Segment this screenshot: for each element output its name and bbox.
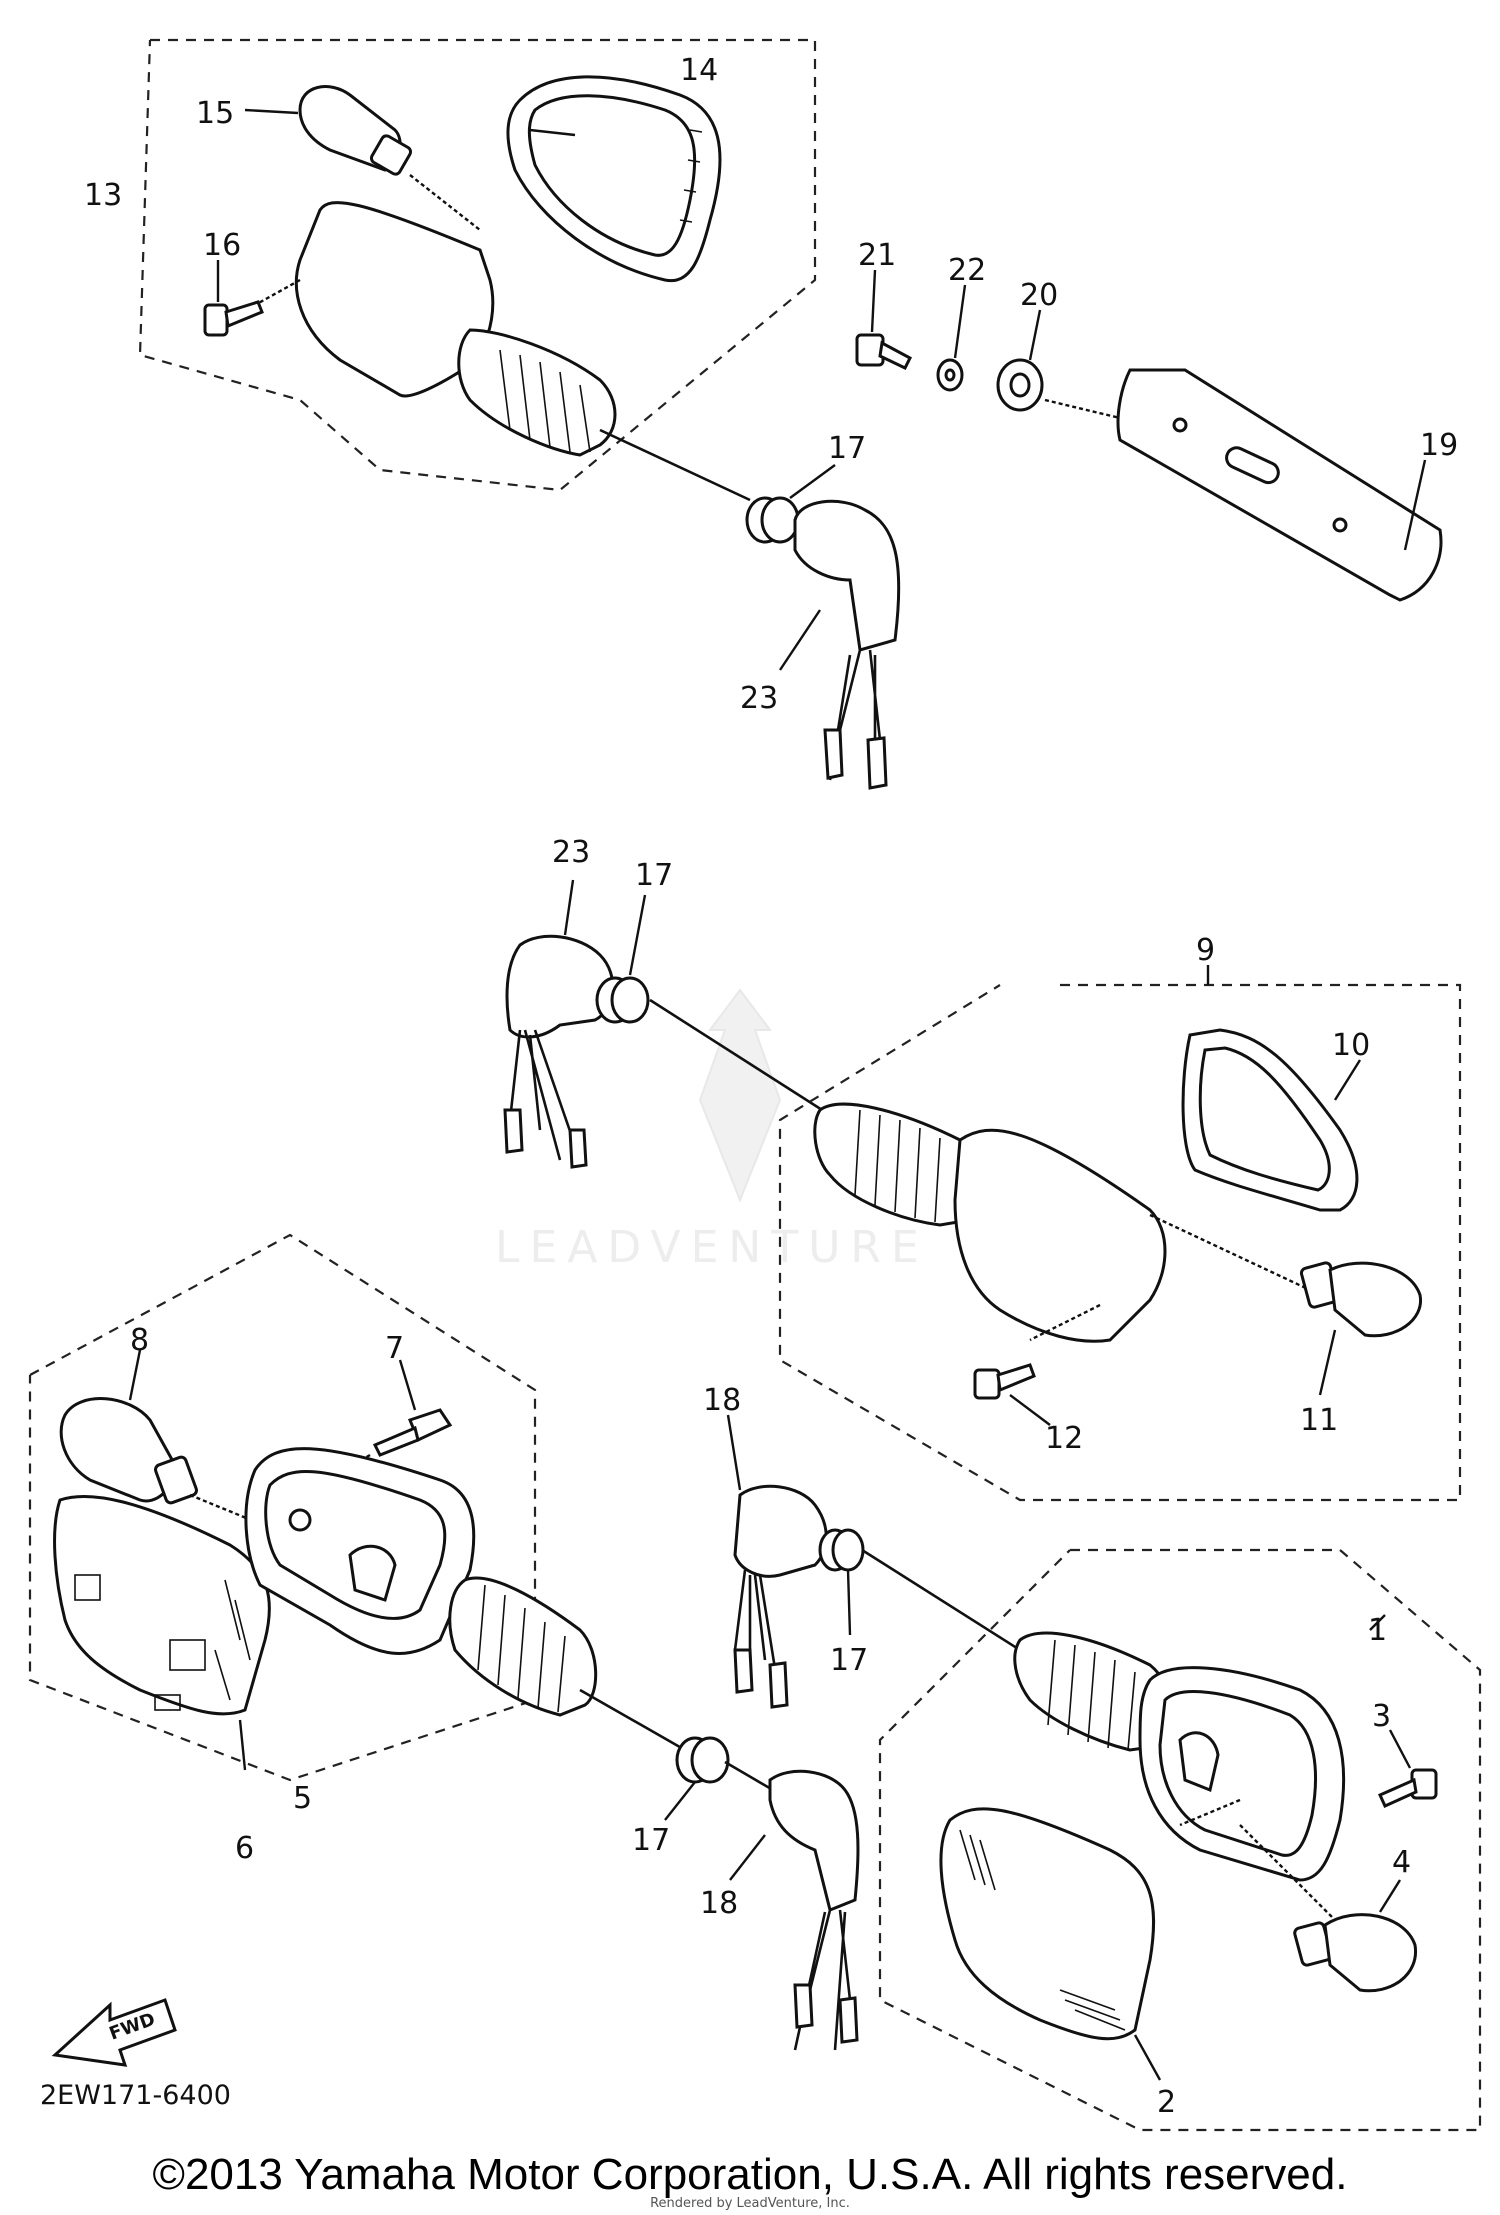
screw-16 [203, 260, 264, 337]
callout-12: 12 [1045, 1421, 1083, 1456]
washer-22 [936, 284, 967, 392]
callout-15: 15 [196, 96, 234, 131]
callout-2: 2 [1157, 2085, 1176, 2120]
socket-23-middle [503, 879, 615, 1169]
rendered-by-note: Rendered by LeadVenture, Inc. [650, 2196, 850, 2211]
screw-7 [344, 1359, 453, 1472]
callout-18-mid: 18 [703, 1383, 741, 1418]
bolt-21 [855, 269, 912, 370]
grommet-17-lower-left [664, 1736, 730, 1821]
bulb-4 [1293, 1879, 1417, 1993]
callout-5: 5 [293, 1781, 312, 1816]
wire-lower-right [861, 1548, 1021, 1652]
grommet-17-upper [745, 464, 836, 544]
copyright-notice: ©2013 Yamaha Motor Corporation, U.S.A. A… [152, 2150, 1348, 2199]
flasher-housing-lower-right [1013, 1631, 1351, 1936]
callout-23-upper: 23 [740, 681, 778, 716]
callout-13: 13 [84, 178, 122, 213]
watermark-text: LEADVENTURE [495, 1222, 929, 1273]
callout-9: 9 [1196, 933, 1215, 968]
bulb-11 [1299, 1261, 1422, 1396]
grommet-17-mid [818, 1528, 865, 1636]
flasher-housing-lower-left [244, 1447, 721, 1772]
callout-1: 1 [1368, 1613, 1387, 1648]
callout-22: 22 [948, 253, 986, 288]
group-box-5 [28, 1233, 537, 1782]
group-box-1 [878, 1548, 1482, 2132]
callout-16: 16 [203, 228, 241, 263]
wire-middle [649, 998, 831, 1117]
callout-10: 10 [1332, 1028, 1370, 1063]
group-box-9 [778, 983, 1462, 1502]
callout-3: 3 [1372, 1699, 1391, 1734]
callout-17-middle: 17 [635, 858, 673, 893]
callout-7: 7 [385, 1331, 404, 1366]
callout-6: 6 [235, 1831, 254, 1866]
lens-6 [53, 1494, 271, 1771]
callout-8: 8 [130, 1323, 149, 1358]
callout-14: 14 [680, 53, 718, 88]
diagram-code: 2EW171-6400 [40, 2080, 231, 2111]
socket-23-upper [779, 499, 901, 790]
grommet-17-middle [595, 894, 650, 1024]
callout-17-lower-left: 17 [632, 1823, 670, 1858]
callout-4: 4 [1392, 1845, 1411, 1880]
lens-14 [506, 75, 722, 283]
callout-17-upper: 17 [828, 431, 866, 466]
socket-18-lower [729, 1769, 860, 2051]
flasher-housing-upper [254, 201, 751, 502]
callout-21: 21 [858, 238, 896, 273]
callout-23-middle: 23 [552, 835, 590, 870]
callout-20: 20 [1020, 278, 1058, 313]
flasher-housing-middle [813, 1102, 1311, 1343]
callout-11: 11 [1300, 1403, 1338, 1438]
bracket-19 [1116, 368, 1443, 602]
leadventure-watermark: LEADVENTURE [495, 988, 929, 1273]
callout-19: 19 [1420, 428, 1458, 463]
callout-17-mid: 17 [830, 1643, 868, 1678]
lens-2 [939, 1807, 1162, 2081]
lens-10 [1181, 1028, 1362, 1212]
group-box-13 [138, 38, 817, 492]
callout-18-lower: 18 [700, 1886, 738, 1921]
fwd-direction-arrow: FWD [51, 1998, 177, 2067]
socket-18-mid [726, 1414, 828, 1709]
screw-12 [973, 1363, 1051, 1426]
screw-3 [1378, 1729, 1438, 1808]
bulb-15 [244, 85, 481, 231]
